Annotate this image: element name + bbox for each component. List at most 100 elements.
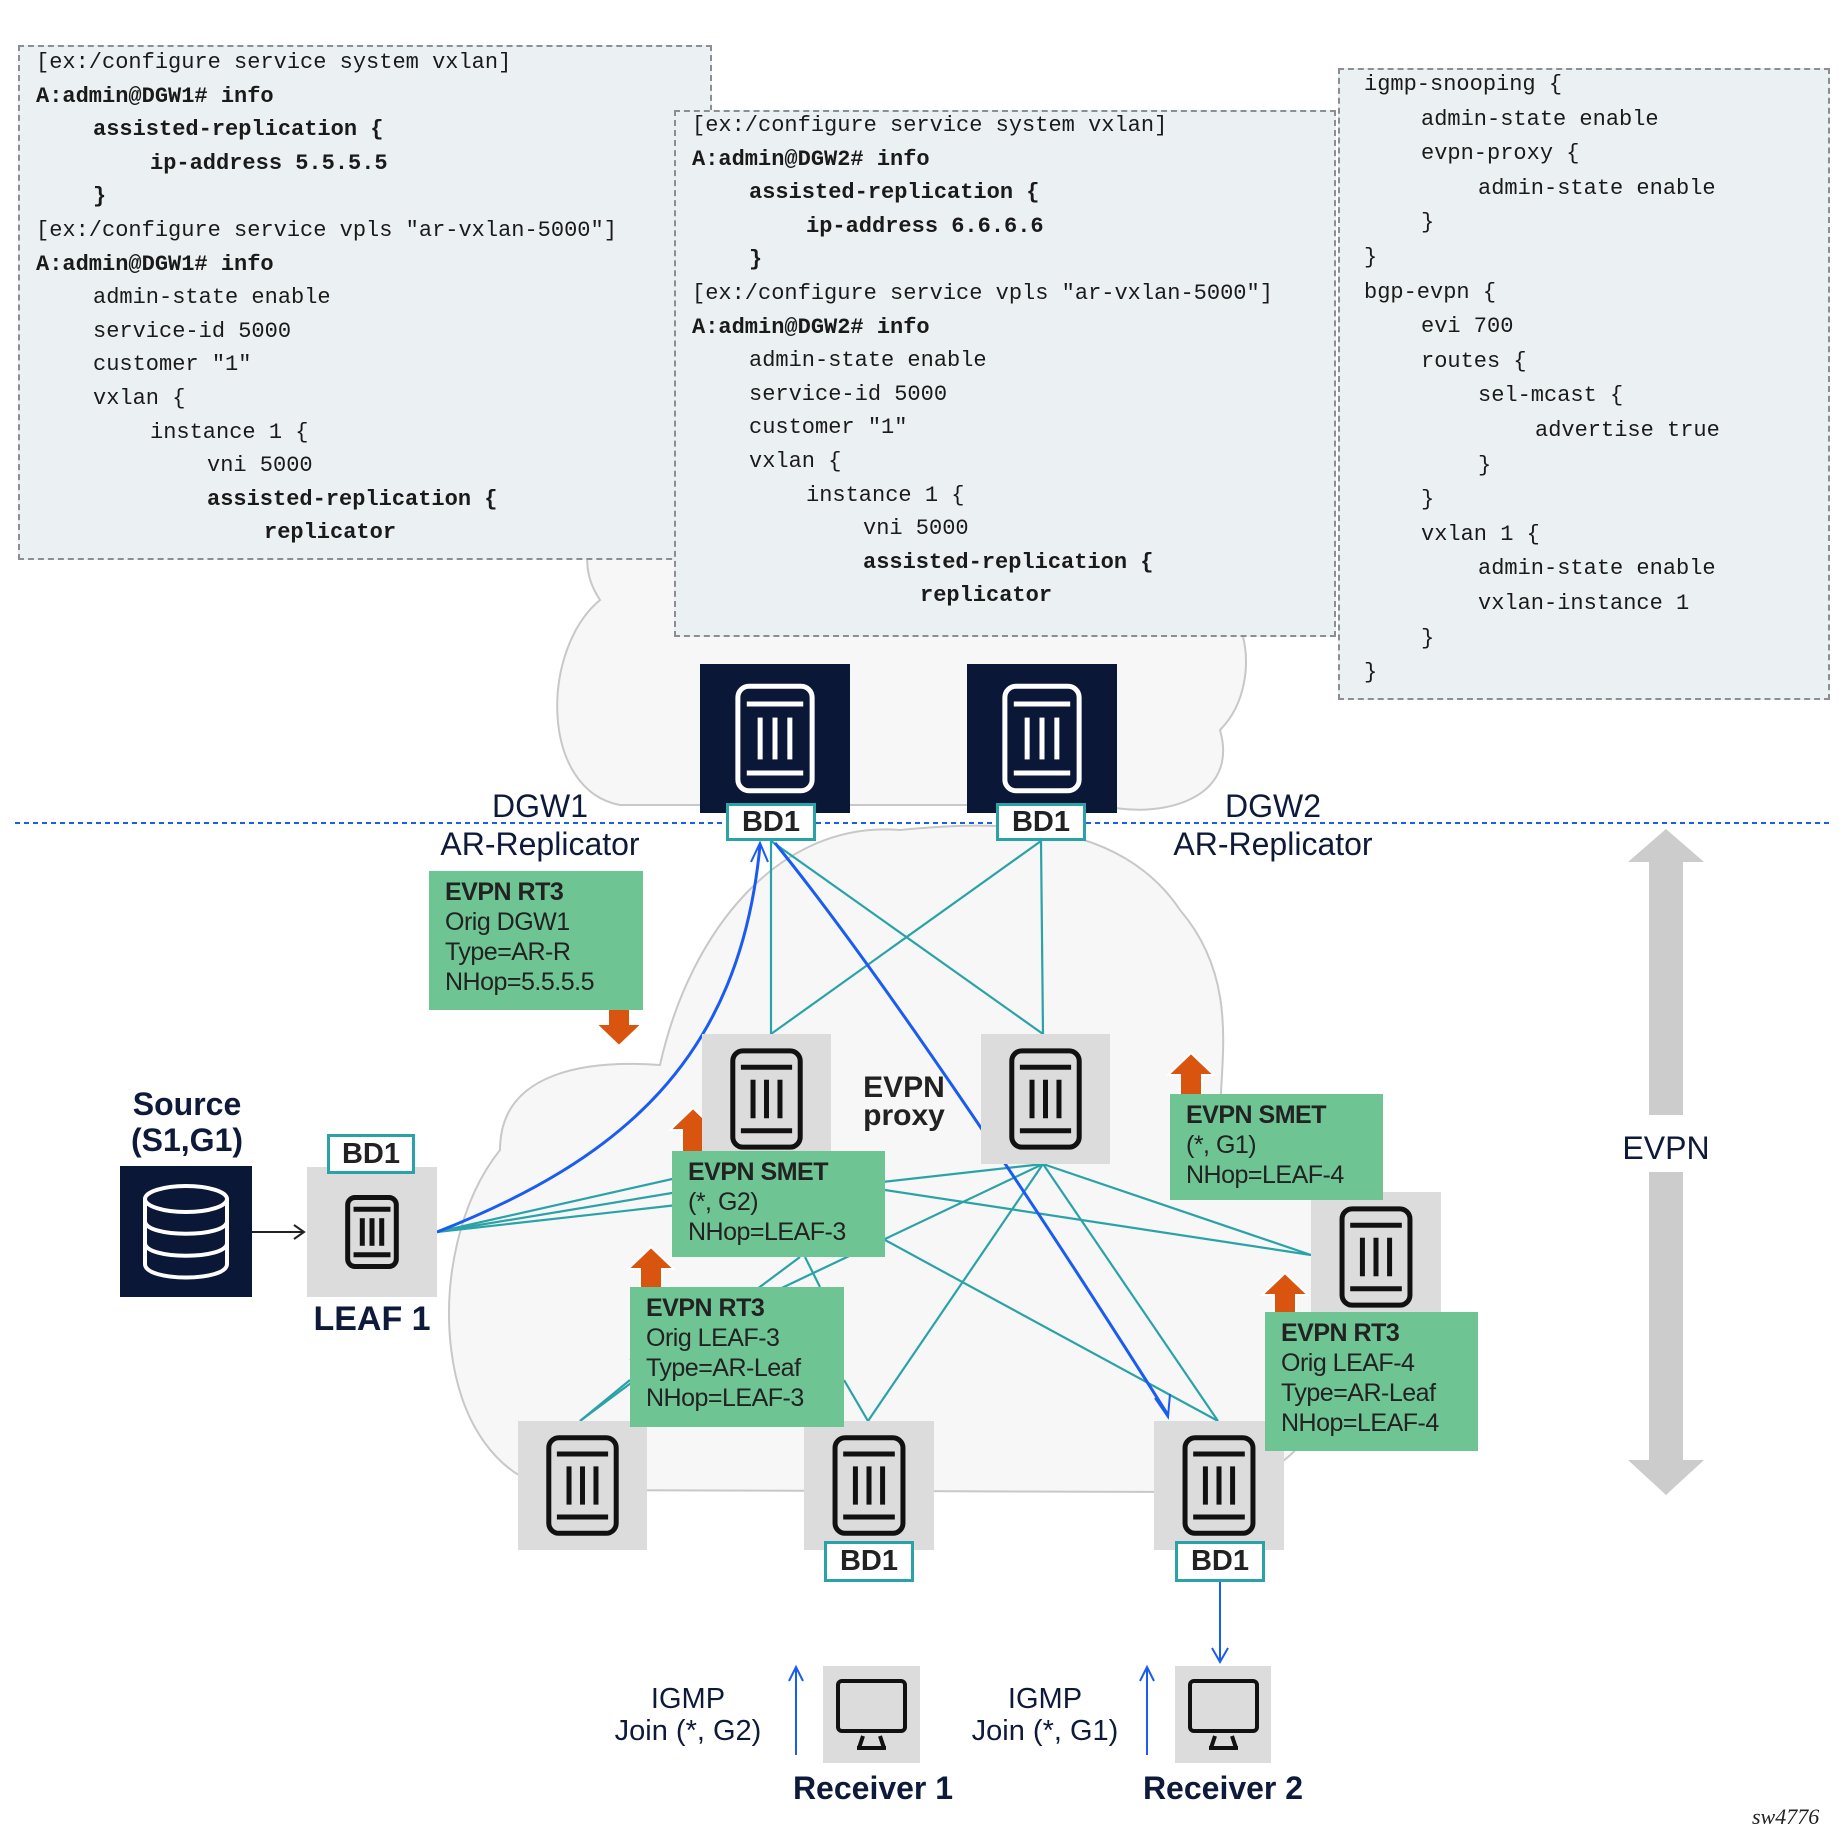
config-line: admin-state enable bbox=[1478, 556, 1716, 582]
link bbox=[770, 840, 1042, 1035]
leaf1-label: LEAF 1 bbox=[313, 1300, 431, 1338]
router-icon bbox=[1182, 1435, 1256, 1536]
dgw1-bd1-badge: BD1 bbox=[726, 803, 816, 841]
route-line: NHop=LEAF-4 bbox=[1281, 1409, 1439, 1437]
arrowhead bbox=[293, 1224, 306, 1240]
config-line: [ex:/configure service vpls "ar-vxlan-50… bbox=[36, 218, 617, 243]
receiver-1-label: Receiver 1 bbox=[792, 1770, 954, 1806]
leaf3-bd1-badge: BD1 bbox=[824, 1541, 914, 1582]
receiver-2[interactable] bbox=[1175, 1666, 1271, 1763]
route-title: EVPN RT3 bbox=[646, 1294, 765, 1322]
spine-1[interactable] bbox=[702, 1034, 831, 1164]
route-line: Type=AR-Leaf bbox=[1281, 1379, 1436, 1407]
router-icon bbox=[832, 1435, 906, 1536]
config-line: service-id 5000 bbox=[93, 318, 292, 344]
config-line: instance 1 { bbox=[806, 482, 965, 508]
config-line: service-id 5000 bbox=[749, 381, 948, 407]
config-line: vni 5000 bbox=[863, 516, 969, 542]
route-line: Orig LEAF-3 bbox=[646, 1324, 780, 1352]
config-line: } bbox=[93, 184, 107, 210]
link bbox=[436, 1173, 691, 1234]
leaf-2[interactable] bbox=[518, 1421, 647, 1550]
evpn-proxy-line1: EVPN bbox=[863, 1071, 945, 1104]
route-line: NHop=LEAF-3 bbox=[688, 1218, 846, 1246]
igmp-line2: Join (*, G2) bbox=[614, 1715, 762, 1747]
dgw1-config-box: [ex:/configure service system vxlan] A:ad… bbox=[18, 45, 712, 560]
flow-arrowhead bbox=[750, 840, 769, 863]
router-icon bbox=[546, 1435, 619, 1536]
config-line: replicator bbox=[920, 583, 1053, 609]
config-line: A:admin@DGW2# info bbox=[692, 314, 930, 340]
config-line: } bbox=[749, 247, 763, 273]
smet-g1-box: EVPN SMET (*, G1) NHop=LEAF-4 bbox=[1170, 1094, 1383, 1200]
route-line: Type=AR-R bbox=[445, 938, 571, 966]
dgw2-name: DGW2 bbox=[1225, 788, 1321, 824]
config-line: } bbox=[1421, 487, 1435, 513]
source-line1: Source bbox=[132, 1086, 242, 1122]
dgw2-router[interactable] bbox=[967, 664, 1117, 813]
route-line: NHop=LEAF-4 bbox=[1186, 1161, 1344, 1189]
config-line: admin-state enable bbox=[749, 348, 987, 374]
leaf-3[interactable] bbox=[804, 1421, 934, 1550]
config-line: [ex:/configure service system vxlan] bbox=[36, 50, 512, 75]
smet-g2-box: EVPN SMET (*, G2) NHop=LEAF-3 bbox=[672, 1151, 885, 1257]
link bbox=[1039, 840, 1045, 1035]
config-line: evi 700 bbox=[1421, 314, 1514, 340]
route-title: EVPN SMET bbox=[1186, 1101, 1326, 1129]
link bbox=[579, 1379, 631, 1422]
link bbox=[1042, 1162, 1312, 1257]
figure-id: sw4776 bbox=[1752, 1804, 1820, 1829]
igmp-line2: Join (*, G1) bbox=[971, 1715, 1119, 1747]
route-line: NHop=LEAF-3 bbox=[646, 1384, 804, 1412]
link bbox=[1042, 1163, 1219, 1422]
flow-arrowhead bbox=[788, 1664, 804, 1682]
monitor-icon bbox=[1188, 1679, 1259, 1750]
evpn-scope-label: EVPN bbox=[1622, 1130, 1710, 1166]
config-line: ip-address 5.5.5.5 bbox=[150, 150, 388, 176]
source-server[interactable] bbox=[120, 1166, 252, 1297]
flow-dgw1-to-leaf4 bbox=[773, 842, 1170, 1416]
leaf-4-upper[interactable] bbox=[1311, 1192, 1441, 1322]
config-line: } bbox=[1478, 452, 1492, 478]
igmp-join-g2-label: IGMP Join (*, G2) bbox=[615, 1683, 762, 1747]
leaf-1[interactable] bbox=[307, 1167, 437, 1297]
config-line: admin-state enable bbox=[1478, 175, 1716, 201]
router-icon bbox=[1009, 1048, 1082, 1150]
config-line: A:admin@DGW2# info bbox=[692, 146, 930, 172]
igmp-join-g1-label: IGMP Join (*, G1) bbox=[972, 1683, 1119, 1747]
route-line: NHop=5.5.5.5 bbox=[445, 968, 594, 996]
config-line: assisted-replication { bbox=[93, 117, 384, 143]
route-line: Orig DGW1 bbox=[445, 908, 570, 936]
igmp-line1: IGMP bbox=[650, 1683, 726, 1715]
config-line: A:admin@DGW1# info bbox=[36, 83, 274, 109]
leaf-4[interactable] bbox=[1154, 1421, 1284, 1550]
receiver-2-label: Receiver 2 bbox=[1142, 1770, 1304, 1806]
receiver-1[interactable] bbox=[823, 1666, 920, 1763]
evpn-proxy-line2: proxy bbox=[863, 1099, 945, 1132]
config-line: assisted-replication { bbox=[749, 180, 1040, 206]
route-title: EVPN SMET bbox=[688, 1158, 828, 1186]
config-line: instance 1 { bbox=[150, 419, 309, 445]
link bbox=[884, 1239, 1219, 1422]
config-line: replicator bbox=[264, 520, 397, 546]
link bbox=[436, 1188, 691, 1234]
links bbox=[436, 840, 1312, 1422]
advert-arrow-down-icon bbox=[593, 1003, 645, 1048]
config-line: sel-mcast { bbox=[1478, 383, 1624, 409]
router-icon bbox=[1339, 1206, 1413, 1308]
config-line: } bbox=[1364, 660, 1378, 686]
rt3-leaf3-box: EVPN RT3 Orig LEAF-3 Type=AR-Leaf NHop=L… bbox=[630, 1287, 844, 1427]
leaf4-bd1-badge: BD1 bbox=[1175, 1541, 1265, 1582]
config-line: evpn-proxy { bbox=[1421, 141, 1580, 167]
dgw2-config-box: [ex:/configure service system vxlan]A:ad… bbox=[674, 110, 1336, 637]
spine-2[interactable] bbox=[981, 1034, 1110, 1164]
config-line: customer "1" bbox=[749, 415, 908, 441]
router-icon bbox=[730, 1048, 803, 1150]
config-line: A:admin@DGW1# info bbox=[36, 251, 274, 277]
route-line: Type=AR-Leaf bbox=[646, 1354, 801, 1382]
source-line2: (S1,G1) bbox=[130, 1122, 244, 1158]
evpn-proxy-label: EVPN proxy bbox=[863, 1071, 945, 1132]
dgw1-router[interactable] bbox=[700, 664, 850, 813]
config-line: vxlan-instance 1 bbox=[1478, 591, 1690, 616]
